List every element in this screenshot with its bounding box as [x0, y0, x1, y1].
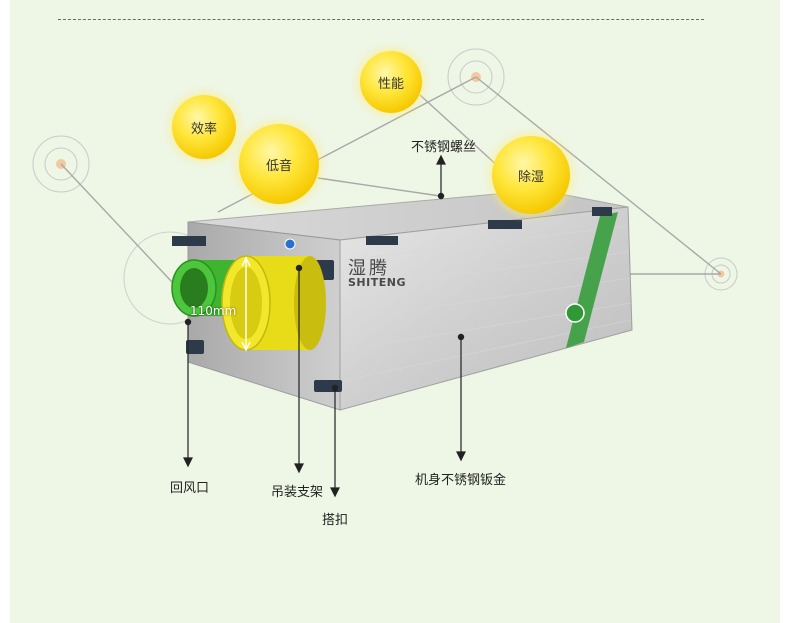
badge-icon — [565, 303, 585, 323]
side-buckle — [314, 380, 342, 392]
brand-name-cn: 湿腾 — [348, 258, 390, 279]
top-clamp — [366, 236, 398, 245]
callout-screw-label: 不锈钢螺丝 — [411, 140, 477, 155]
duct-diameter-label: 110mm — [190, 304, 237, 318]
feature-bubble-performance: 性能 — [360, 51, 422, 113]
side-buckle — [186, 340, 204, 354]
feature-label-performance: 性能 — [377, 76, 404, 92]
feature-bubble-dehumidify: 除湿 — [492, 136, 570, 214]
indicator-light — [284, 238, 296, 250]
callout-clasp-label: 搭扣 — [322, 513, 349, 528]
feature-label-dehumidify: 除湿 — [517, 169, 544, 185]
brand-name-en: SHITENG — [348, 276, 406, 289]
top-clamp — [592, 207, 612, 216]
callout-bracket-label: 吊装支架 — [271, 485, 324, 500]
callout-arrows — [183, 154, 466, 498]
yellow-duct — [221, 255, 326, 351]
feature-label-efficiency: 效率 — [190, 121, 217, 137]
mount-bracket-left — [172, 236, 206, 246]
callout-return-air-label: 回风口 — [170, 481, 210, 496]
feature-bubble-low-noise: 低音 — [239, 124, 319, 204]
top-dashed-divider — [58, 19, 704, 20]
feature-bubble-efficiency: 效率 — [172, 95, 236, 159]
callout-body-label: 机身不锈钢钣金 — [415, 473, 507, 488]
top-clamp — [488, 220, 522, 229]
dimension-arrow — [241, 256, 251, 352]
feature-label-low-noise: 低音 — [265, 158, 292, 174]
